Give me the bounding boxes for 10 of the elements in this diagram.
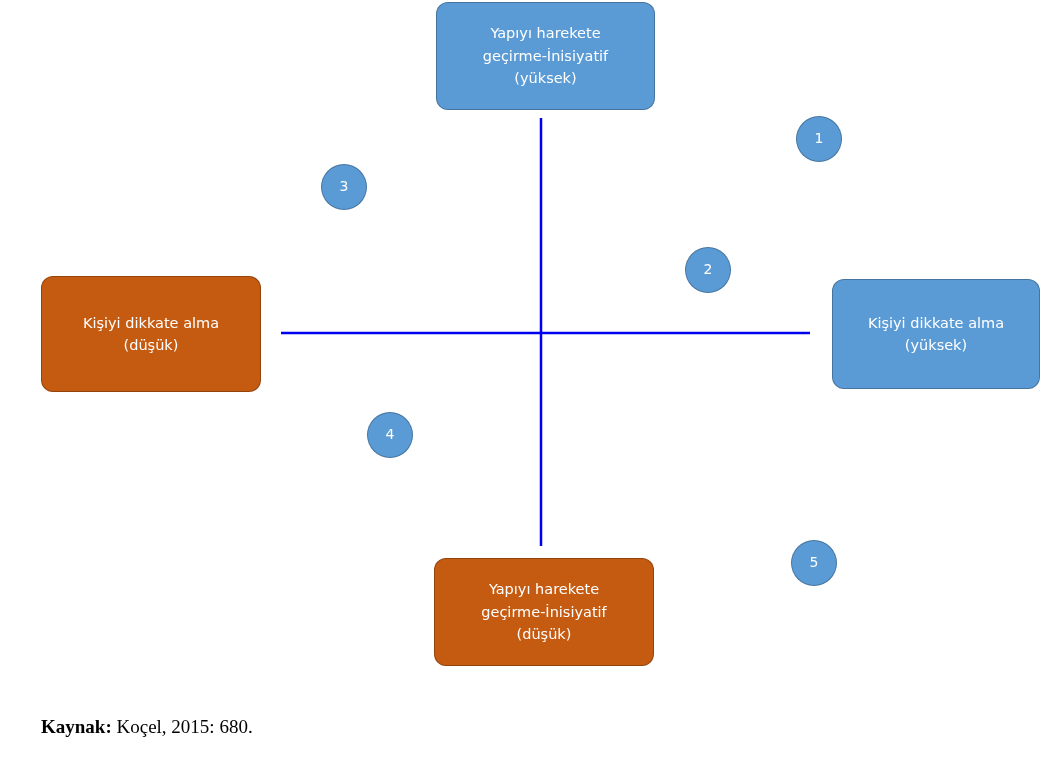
number-circle: 5: [791, 540, 837, 586]
label-box: Yapıyı harekete geçirme-İnisiyatif (düşük): [434, 558, 654, 666]
number-circle: 1: [796, 116, 842, 162]
number-circle: 2: [685, 247, 731, 293]
source-caption: Kaynak: Koçel, 2015: 680.: [41, 716, 253, 738]
label-box: Kişiyi dikkate alma (yüksek): [832, 279, 1040, 389]
number-circle: 3: [321, 164, 367, 210]
number-circle: 4: [367, 412, 413, 458]
label-box: Kişiyi dikkate alma (düşük): [41, 276, 261, 392]
label-box: Yapıyı harekete geçirme-İnisiyatif (yüksek): [436, 2, 655, 110]
